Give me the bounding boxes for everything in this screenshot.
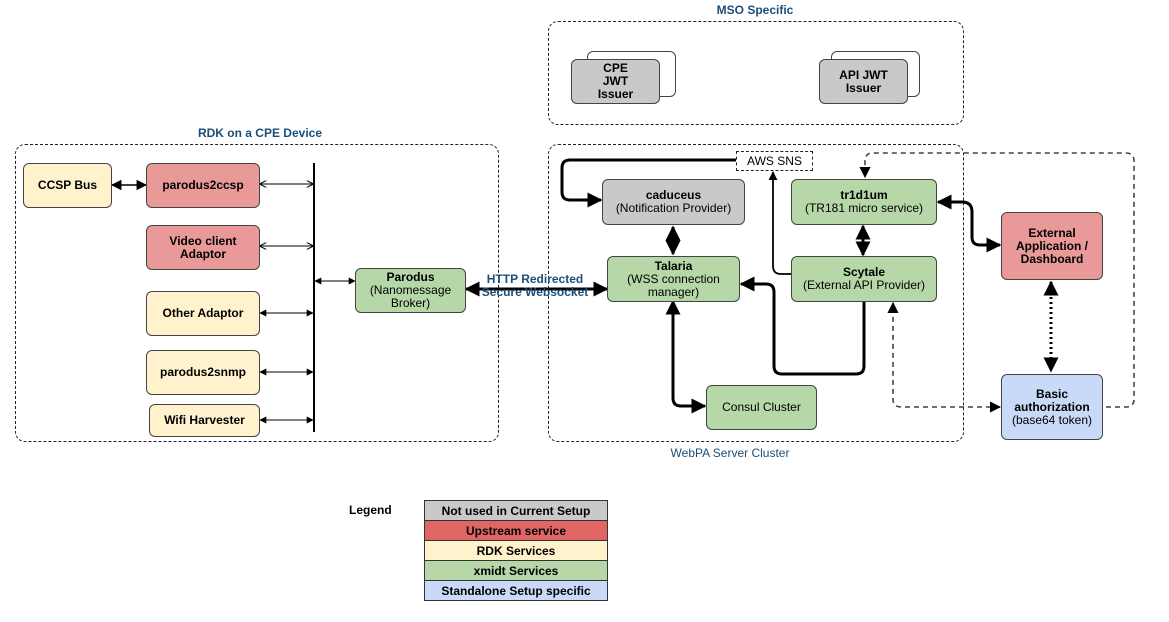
region-webpa [548, 144, 964, 442]
node-desc: (TR181 micro service) [804, 201, 924, 215]
edge-auth-tr1d1um [859, 152, 1135, 408]
node-label: caduceus [645, 188, 702, 202]
node-basic-authorization: Basic authorization (base64 token) [1001, 374, 1103, 440]
node-other-adaptor: Other Adaptor [146, 291, 260, 336]
region-title-webpa: WebPA Server Cluster [670, 446, 790, 460]
edge-label-line1: HTTP Redirected [486, 272, 584, 286]
node-label: Consul Cluster [722, 400, 801, 414]
node-label: CPE JWT Issuer [597, 61, 634, 101]
edge-talaria-consul [665, 299, 707, 414]
region-title-mso: MSO Specific [716, 3, 794, 17]
node-wifi-harvester: Wifi Harvester [149, 404, 260, 437]
node-cpe-jwt-issuer: CPE JWT Issuer [571, 59, 660, 104]
node-label: Other Adaptor [162, 306, 244, 320]
node-consul-cluster: Consul Cluster [706, 385, 817, 430]
legend-item: Upstream service [424, 520, 608, 541]
node-label: Talaria [654, 258, 693, 273]
node-label: External Application / Dashboard [1016, 225, 1088, 266]
node-label: Wifi Harvester [164, 413, 245, 427]
node-parodus2ccsp: parodus2ccsp [146, 163, 260, 208]
node-label: parodus2snmp [159, 365, 246, 379]
node-label: Video client Adaptor [169, 233, 237, 261]
node-scytale: Scytale (External API Provider) [791, 256, 937, 302]
legend-item: xmidt Services [424, 560, 608, 581]
node-label: Basic authorization [1014, 386, 1090, 414]
edge-auth-scytale [887, 301, 1002, 413]
node-tr1d1um: tr1d1um (TR181 micro service) [791, 179, 937, 225]
node-aws-sns: AWS SNS [736, 151, 813, 171]
legend-item: RDK Services [424, 540, 608, 561]
edge-scytale-aws [768, 171, 791, 275]
node-label: parodus2ccsp [162, 178, 244, 192]
node-ccsp-bus: CCSP Bus [23, 163, 112, 208]
node-label: tr1d1um [840, 188, 888, 202]
edge-label-parodus-talaria: HTTP Redirected Secure Websocket [470, 273, 600, 299]
node-label: API JWT Issuer [839, 67, 888, 95]
node-label: Scytale [842, 265, 886, 279]
node-desc: (Nanomessage Broker) [369, 283, 452, 310]
node-desc: (Notification Provider) [615, 201, 732, 215]
node-caduceus: caduceus (Notification Provider) [602, 179, 745, 225]
node-api-jwt-issuer: API JWT Issuer [819, 59, 908, 104]
edge-tr1d1um-external [936, 194, 1002, 253]
node-video-client-adaptor: Video client Adaptor [146, 225, 260, 270]
region-rdk [15, 144, 499, 442]
edge-aws-caduceus [560, 158, 736, 208]
node-label: CCSP Bus [37, 178, 98, 192]
edge-label-line2: Secure Websocket [481, 285, 589, 299]
node-desc: (External API Provider) [802, 278, 926, 292]
legend-title: Legend [349, 503, 392, 517]
node-parodus2snmp: parodus2snmp [146, 350, 260, 395]
legend-item: Not used in Current Setup [424, 500, 608, 521]
edge-scytale-talaria [739, 276, 866, 376]
node-label: Parodus [386, 270, 435, 284]
node-external-application: External Application / Dashboard [1001, 212, 1103, 280]
node-parodus: Parodus (Nanomessage Broker) [355, 268, 466, 313]
node-talaria: Talaria (WSS connection manager) [607, 256, 740, 302]
node-desc: (base64 token) [1011, 412, 1093, 427]
region-title-rdk: RDK on a CPE Device [197, 126, 323, 140]
legend-item: Standalone Setup specific [424, 580, 608, 601]
region-mso [548, 21, 964, 125]
node-desc: (WSS connection manager) [627, 271, 720, 299]
